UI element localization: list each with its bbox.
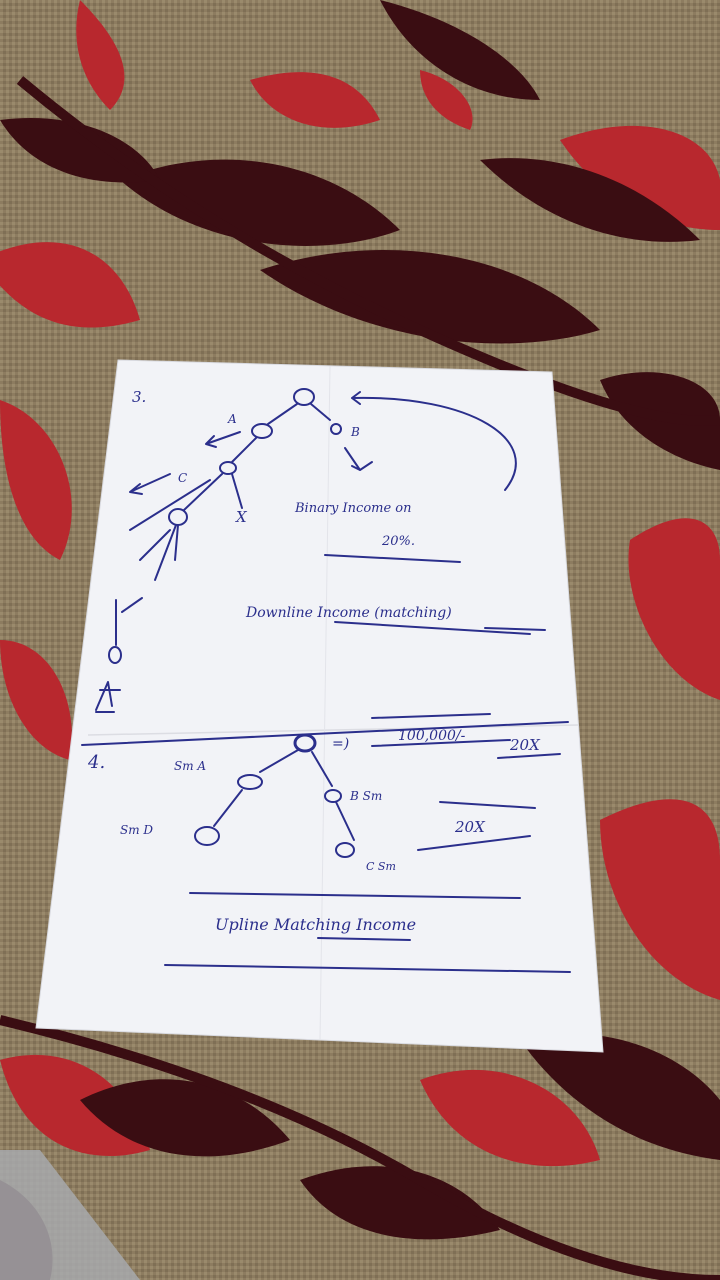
node-a <box>251 423 273 439</box>
root-node-4 <box>293 733 317 753</box>
far-right-node-label: C Sm <box>366 860 396 873</box>
right-node-label: B Sm <box>349 789 382 803</box>
node-4-d <box>194 826 220 846</box>
node-b <box>330 423 342 435</box>
section-4-number: 4. <box>87 752 105 773</box>
node-4-c <box>335 842 355 858</box>
binary-percent-text: 20%. <box>381 534 415 549</box>
curved-arrow-icon <box>351 391 517 491</box>
section-3-text: A B C X Binary Income on 20%. Downline I… <box>178 412 452 621</box>
left-node-label: Sm A <box>174 759 206 773</box>
node-bottom-left <box>108 646 122 664</box>
far-left-node-label: Sm D <box>120 823 153 837</box>
multiplier-top-text: 20X <box>509 736 541 754</box>
upline-income-text: Upline Matching Income <box>215 915 416 934</box>
section-3-diagram: 3. <box>95 388 546 713</box>
arrow-c-icon <box>129 473 171 495</box>
section-3-number: 3. <box>132 388 146 406</box>
downline-income-text: Downline Income (matching) <box>245 605 452 621</box>
arrow-a-icon <box>205 431 241 448</box>
root-node <box>293 388 315 406</box>
label-c: C <box>178 471 187 485</box>
root-arrow-icon: =) <box>332 736 349 752</box>
label-x: X <box>235 508 248 526</box>
arrow-b-icon <box>344 447 373 471</box>
section-4-text: =) 100,000/- 20X Sm A B Sm Sm D C Sm 20X… <box>120 728 541 934</box>
node-4-b <box>324 789 342 803</box>
node-c <box>219 461 237 475</box>
label-a: A <box>227 412 237 426</box>
node-4-a <box>237 774 263 790</box>
multiplier-mid-text: 20X <box>454 818 486 836</box>
paper-sheet <box>35 359 604 1053</box>
amount-text: 100,000/- <box>398 728 466 744</box>
binary-income-text: Binary Income on <box>294 501 412 516</box>
label-b: B <box>350 425 360 439</box>
section-4-diagram: 4. <box>81 713 571 973</box>
